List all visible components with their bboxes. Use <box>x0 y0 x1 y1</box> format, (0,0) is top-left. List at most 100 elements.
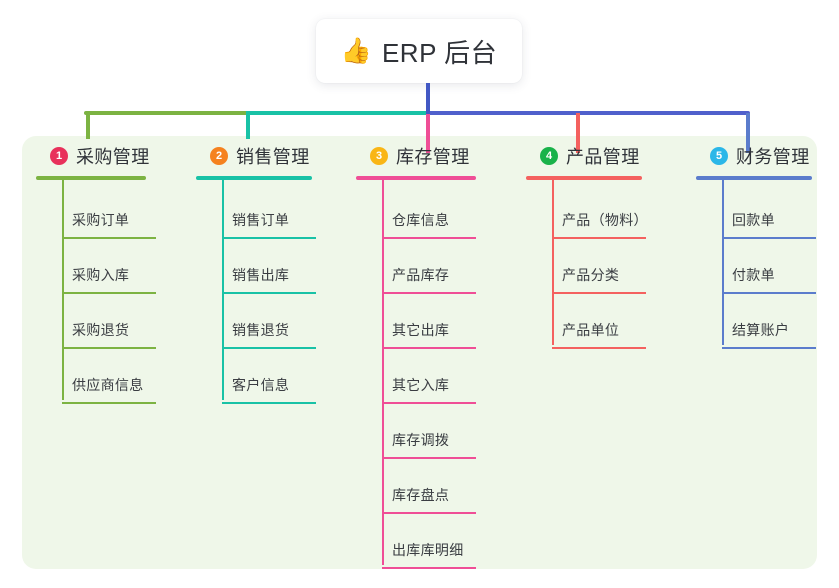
leaf-item-label: 销售订单 <box>232 212 290 228</box>
leaf-item[interactable]: 出库库明细 <box>356 514 476 569</box>
column-badge-icon: 4 <box>540 147 558 165</box>
leaf-item[interactable]: 采购订单 <box>36 184 156 239</box>
leaf-underline <box>722 237 816 239</box>
column-5: 5 财务管理回款单付款单结算账户 <box>696 142 816 349</box>
leaf-item-label: 库存盘点 <box>392 487 450 503</box>
column-underline <box>356 176 476 180</box>
leaf-item[interactable]: 回款单 <box>696 184 816 239</box>
leaf-underline <box>382 292 476 294</box>
leaf-item[interactable]: 销售订单 <box>196 184 316 239</box>
leaf-item-label: 出库库明细 <box>392 542 464 558</box>
column-underline <box>196 176 312 180</box>
leaf-underline <box>552 237 646 239</box>
leaf-item[interactable]: 仓库信息 <box>356 184 476 239</box>
leaf-item[interactable]: 其它出库 <box>356 294 476 349</box>
leaf-list: 产品（物料） 产品分类产品单位 <box>526 184 648 349</box>
leaf-item[interactable]: 客户信息 <box>196 349 316 404</box>
leaf-item[interactable]: 其它入库 <box>356 349 476 404</box>
leaf-item[interactable]: 库存盘点 <box>356 459 476 514</box>
column-badge-icon: 3 <box>370 147 388 165</box>
column-header-5[interactable]: 5 财务管理 <box>696 142 812 170</box>
leaf-underline <box>382 347 476 349</box>
leaf-item[interactable]: 产品单位 <box>526 294 646 349</box>
column-underline <box>526 176 642 180</box>
bus-segment <box>86 111 246 115</box>
leaf-item-label: 其它出库 <box>392 322 450 338</box>
thumbs-up-icon: 👍 <box>340 36 372 65</box>
column-badge-icon: 2 <box>210 147 228 165</box>
leaf-item[interactable]: 供应商信息 <box>36 349 156 404</box>
leaf-underline <box>62 347 156 349</box>
leaf-item[interactable]: 采购退货 <box>36 294 156 349</box>
column-header-1[interactable]: 1 采购管理 <box>36 142 150 170</box>
leaf-underline <box>222 237 316 239</box>
leaf-underline <box>722 292 816 294</box>
column-title: 产品管理 <box>566 147 640 167</box>
leaf-item-label: 产品（物料） <box>562 212 648 228</box>
leaf-underline <box>222 292 316 294</box>
bus-end-cap <box>84 111 96 115</box>
column-badge-icon: 5 <box>710 147 728 165</box>
leaf-item-label: 供应商信息 <box>72 377 144 393</box>
leaf-item[interactable]: 产品库存 <box>356 239 476 294</box>
column-underline <box>36 176 146 180</box>
column-title: 财务管理 <box>736 147 810 167</box>
leaf-item-label: 库存调拨 <box>392 432 450 448</box>
leaf-item[interactable]: 采购入库 <box>36 239 156 294</box>
leaf-list: 采购订单采购入库采购退货供应商信息 <box>36 184 156 404</box>
leaf-item-label: 销售退货 <box>232 322 290 338</box>
branch-stub <box>86 113 90 139</box>
leaf-underline <box>722 347 816 349</box>
leaf-underline <box>552 292 646 294</box>
leaf-underline <box>382 567 476 569</box>
leaf-item-label: 采购退货 <box>72 322 130 338</box>
diagram-panel <box>22 136 817 569</box>
branch-stub <box>426 113 430 153</box>
column-spine <box>382 180 384 565</box>
leaf-item-label: 采购订单 <box>72 212 130 228</box>
column-underline <box>696 176 812 180</box>
column-header-4[interactable]: 4 产品管理 <box>526 142 642 170</box>
leaf-item-label: 回款单 <box>732 212 775 228</box>
leaf-underline <box>382 512 476 514</box>
leaf-underline <box>62 292 156 294</box>
leaf-item[interactable]: 产品（物料） <box>526 184 648 239</box>
leaf-item-label: 仓库信息 <box>392 212 450 228</box>
column-title: 采购管理 <box>76 147 150 167</box>
leaf-underline <box>222 347 316 349</box>
leaf-underline <box>62 237 156 239</box>
leaf-item[interactable]: 库存调拨 <box>356 404 476 459</box>
leaf-item-label: 产品库存 <box>392 267 450 283</box>
column-badge-icon: 1 <box>50 147 68 165</box>
branch-stub <box>746 113 750 153</box>
leaf-list: 仓库信息产品库存其它出库其它入库库存调拨库存盘点出库库明细 <box>356 184 476 569</box>
leaf-item-label: 结算账户 <box>732 322 790 338</box>
leaf-item[interactable]: 付款单 <box>696 239 816 294</box>
leaf-item[interactable]: 结算账户 <box>696 294 816 349</box>
column-1: 1 采购管理采购订单采购入库采购退货供应商信息 <box>36 142 156 404</box>
leaf-underline <box>552 347 646 349</box>
column-spine <box>552 180 554 345</box>
leaf-item[interactable]: 销售出库 <box>196 239 316 294</box>
branch-stub <box>246 113 250 139</box>
leaf-item-label: 销售出库 <box>232 267 290 283</box>
bus-segment <box>428 111 748 115</box>
leaf-item[interactable]: 产品分类 <box>526 239 646 294</box>
column-spine <box>722 180 724 345</box>
leaf-underline <box>222 402 316 404</box>
leaf-underline <box>382 457 476 459</box>
column-spine <box>222 180 224 400</box>
leaf-list: 回款单付款单结算账户 <box>696 184 816 349</box>
leaf-item-label: 付款单 <box>732 267 775 283</box>
bus-segment <box>246 111 428 115</box>
leaf-item-label: 产品单位 <box>562 322 620 338</box>
leaf-item-label: 产品分类 <box>562 267 620 283</box>
leaf-underline <box>382 237 476 239</box>
leaf-underline <box>62 402 156 404</box>
leaf-item[interactable]: 销售退货 <box>196 294 316 349</box>
root-node[interactable]: 👍 ERP 后台 <box>316 19 522 83</box>
